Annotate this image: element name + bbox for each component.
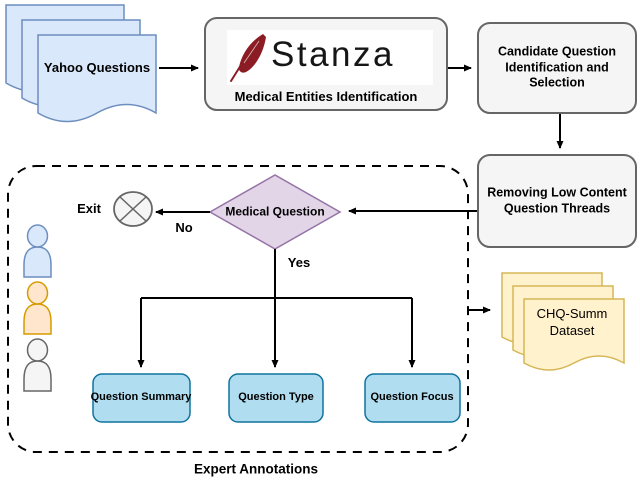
document-icon	[37, 34, 157, 123]
no-edge-label: No	[175, 219, 193, 235]
removing-node-box	[477, 154, 637, 248]
yahoo-questions-label: Yahoo Questions	[43, 59, 151, 75]
question-type-box	[228, 373, 324, 423]
chq-label-line1: CHQ-Summ	[536, 306, 608, 321]
question-focus-box	[364, 373, 461, 423]
candidate-label-line1: Candidate Question	[497, 44, 617, 59]
question-focus-label: Question Focus	[370, 391, 454, 404]
chq-dataset-doc-stack-icon	[501, 272, 625, 371]
yes-edge-label: Yes	[287, 254, 311, 270]
stanza-logo-wordmark: Stanza	[271, 35, 395, 74]
exit-label: Exit	[77, 200, 101, 216]
annotator-person-icon-blue	[23, 224, 52, 278]
candidate-node-label: Candidate Question Identification and Se…	[482, 45, 632, 92]
document-icon	[523, 298, 625, 371]
chq-label-line2: Dataset	[549, 323, 595, 338]
removing-label-line2: Question Threads	[503, 201, 611, 215]
stanza-subtitle-label: Medical Entities Identification	[234, 88, 418, 104]
yahoo-questions-doc-stack-icon	[5, 4, 157, 123]
expert-annotations-label: Expert Annotations	[193, 461, 319, 477]
annotator-person-icon-gray	[23, 338, 52, 392]
candidate-node-box	[477, 22, 637, 114]
medical-question-diamond	[208, 174, 342, 250]
removing-node-label: Removing Low Content Question Threads	[482, 185, 632, 216]
chq-dataset-label: CHQ-Summ Dataset	[520, 305, 624, 339]
question-summary-box	[92, 373, 191, 423]
exit-terminator-icon	[113, 191, 153, 227]
annotator-person-icon-orange	[23, 281, 52, 335]
stanza-feather-icon	[230, 34, 266, 82]
removing-label-line1: Removing Low Content	[487, 185, 627, 200]
question-summary-label: Question Summary	[90, 391, 192, 404]
medical-question-label: Medical Question	[225, 204, 325, 219]
candidate-label-line2: Identification and Selection	[505, 60, 609, 90]
question-type-label: Question Type	[238, 391, 314, 404]
